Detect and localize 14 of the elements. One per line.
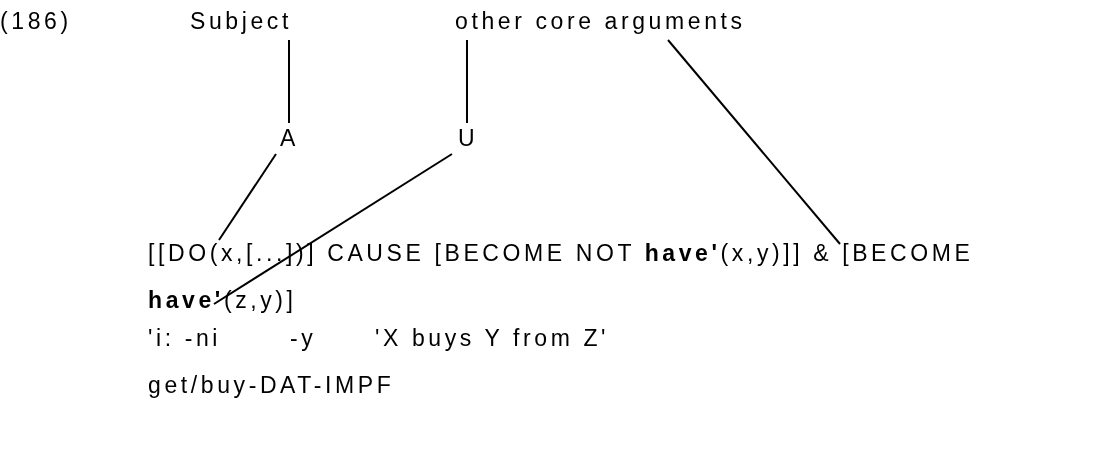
example-number: (186) <box>0 8 72 34</box>
macrorole-label: A <box>280 125 299 151</box>
translation: 'X buys Y from Z' <box>375 325 610 351</box>
morpheme-gloss: -y <box>290 325 317 351</box>
link-line <box>288 39 290 124</box>
macrorole-label: U <box>458 125 479 151</box>
link-line <box>466 39 468 124</box>
link-line <box>667 39 841 245</box>
link-line <box>218 153 277 241</box>
link-line <box>213 153 453 305</box>
role-label: Subject <box>190 8 292 34</box>
gloss-line: get/buy-DAT-IMPF <box>148 372 395 398</box>
role-label: other core arguments <box>455 8 746 34</box>
morpheme-gloss: 'i: -ni <box>148 325 222 351</box>
